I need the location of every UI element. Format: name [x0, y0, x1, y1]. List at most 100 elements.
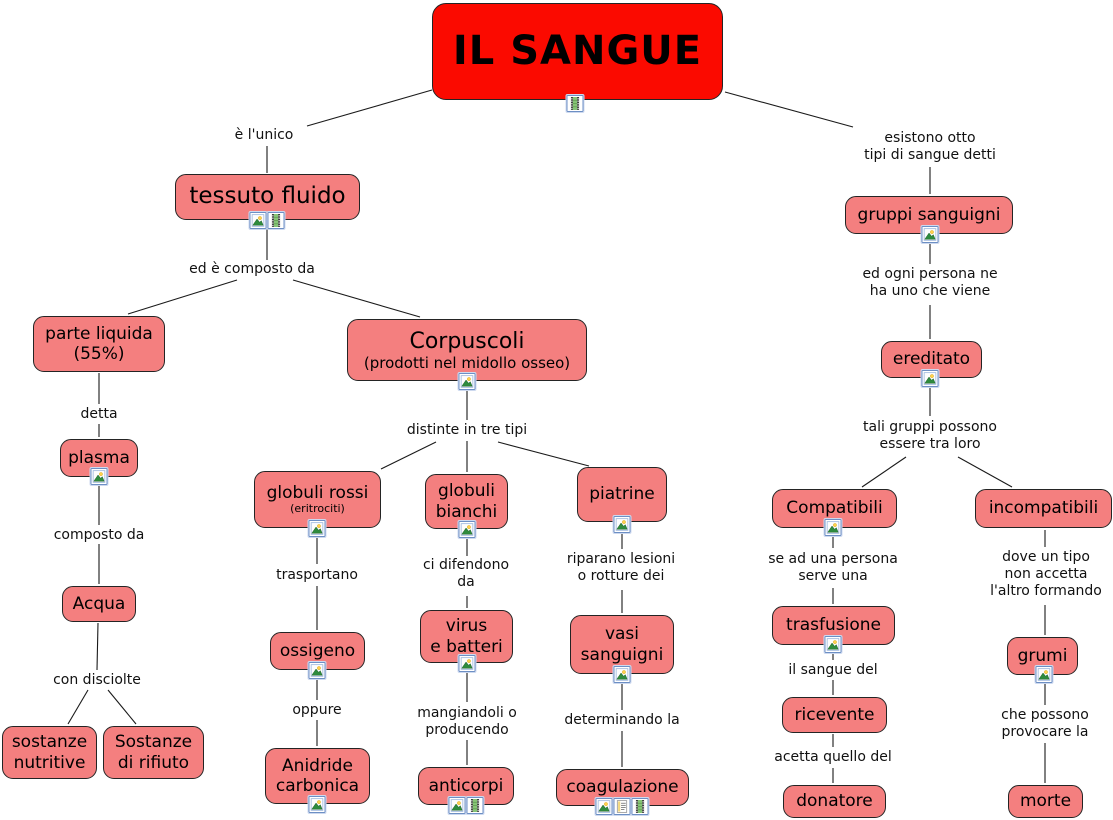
node-label: Anidride carbonica	[275, 755, 360, 796]
node-label: Sostanze di rifiuto	[114, 732, 193, 773]
resource-icons-anidride-carbonica	[307, 795, 327, 814]
linking-phrase-riparano-lesioni[interactable]: riparano lesioni o rotture dei	[566, 551, 676, 584]
linking-phrase-e-lunico[interactable]: è l'unico	[234, 127, 294, 143]
concept-node-anidride-carbonica[interactable]: Anidride carbonica	[265, 748, 370, 804]
image-resource-icon[interactable]	[612, 665, 632, 684]
connector-line	[957, 456, 1013, 488]
concept-node-parte-liquida[interactable]: parte liquida (55%)	[33, 316, 165, 372]
resource-icons-anticorpi	[447, 796, 485, 815]
linking-phrase-tali-gruppi-possono[interactable]: tali gruppi possono essere tra loro	[863, 419, 997, 452]
connector-line	[127, 279, 238, 315]
linking-phrase-determinando-la[interactable]: determinando la	[564, 712, 680, 728]
document-resource-icon[interactable]	[612, 797, 632, 816]
image-resource-icon[interactable]	[612, 515, 632, 534]
image-resource-icon[interactable]	[447, 796, 467, 815]
linking-phrase-che-possono[interactable]: che possono provocare la	[1001, 707, 1089, 740]
node-sublabel: (eritrociti)	[290, 502, 345, 516]
image-resource-icon[interactable]	[920, 225, 940, 244]
concept-node-sostanze-di-rifiuto[interactable]: Sostanze di rifiuto	[103, 726, 204, 779]
image-resource-icon[interactable]	[457, 654, 477, 673]
linking-phrase-esistono-otto-tipi[interactable]: esistono otto tipi di sangue detti	[864, 130, 996, 163]
concept-node-globuli-bianchi[interactable]: globuli bianchi	[425, 474, 508, 529]
resource-icons-globuli-bianchi	[457, 520, 477, 539]
concept-node-sostanze-nutritive[interactable]: sostanze nutritive	[2, 726, 97, 779]
node-label: virus e batteri	[430, 616, 503, 657]
image-resource-icon[interactable]	[457, 372, 477, 391]
connector-line	[380, 441, 437, 470]
image-resource-icon[interactable]	[307, 795, 327, 814]
concept-node-piatrine[interactable]: piatrine	[577, 467, 667, 522]
concept-node-vasi-sanguigni[interactable]: vasi sanguigni	[570, 615, 674, 674]
node-label: coagulazione	[566, 777, 679, 798]
movie-resource-icon[interactable]	[565, 94, 585, 113]
image-resource-icon[interactable]	[823, 518, 843, 537]
linking-phrase-il-sangue-del[interactable]: il sangue del	[788, 662, 878, 678]
movie-resource-icon[interactable]	[630, 797, 650, 816]
linking-phrase-oppure[interactable]: oppure	[292, 702, 342, 718]
resource-icons-plasma	[89, 467, 109, 486]
concept-node-corpuscoli[interactable]: Corpuscoli (prodotti nel midollo osseo)	[347, 319, 587, 381]
node-label: Compatibili	[786, 498, 883, 519]
resource-icons-vasi-sanguigni	[612, 665, 632, 684]
linking-phrase-dove-un-tipo[interactable]: dove un tipo non accetta l'altro formand…	[990, 549, 1102, 599]
linking-phrase-acetta-quello-del[interactable]: acetta quello del	[774, 749, 892, 765]
concept-node-grumi[interactable]: grumi	[1007, 637, 1078, 675]
linking-phrase-trasportano[interactable]: trasportano	[276, 567, 358, 583]
image-resource-icon[interactable]	[1034, 665, 1054, 684]
image-resource-icon[interactable]	[307, 519, 327, 538]
concept-node-incompatibili[interactable]: incompatibili	[975, 489, 1112, 528]
resource-icons-piatrine	[612, 515, 632, 534]
image-resource-icon[interactable]	[594, 797, 614, 816]
image-resource-icon[interactable]	[307, 661, 327, 680]
concept-node-virus-e-batteri[interactable]: virus e batteri	[420, 610, 513, 663]
linking-phrase-con-disciolte[interactable]: con disciolte	[53, 672, 141, 688]
node-label: globuli rossi	[266, 483, 369, 504]
linking-phrase-ed-e-composto-da[interactable]: ed è composto da	[189, 261, 315, 277]
connector-line	[107, 689, 137, 725]
movie-resource-icon[interactable]	[266, 211, 286, 230]
linking-phrase-mangiandoli-o-producendo[interactable]: mangiandoli o producendo	[417, 705, 517, 738]
linking-phrase-distinte-in-tre-tipi[interactable]: distinte in tre tipi	[406, 422, 528, 438]
node-sublabel: (prodotti nel midollo osseo)	[363, 353, 571, 372]
resource-icons-gruppi-sanguigni	[920, 225, 940, 244]
node-label: parte liquida (55%)	[45, 323, 153, 364]
node-label: plasma	[68, 447, 130, 468]
image-resource-icon[interactable]	[89, 467, 109, 486]
concept-node-anticorpi[interactable]: anticorpi	[418, 767, 514, 805]
node-label: incompatibili	[988, 498, 1099, 519]
linking-phrase-ci-difendono-da[interactable]: ci difendono da	[422, 557, 510, 590]
concept-node-globuli-rossi[interactable]: globuli rossi (eritrociti)	[254, 471, 381, 528]
image-resource-icon[interactable]	[248, 211, 268, 230]
node-label: donatore	[796, 791, 873, 812]
linking-phrase-detta[interactable]: detta	[80, 406, 118, 422]
image-resource-icon[interactable]	[920, 369, 940, 388]
node-label: ossigeno	[279, 640, 356, 661]
node-label: IL SANGUE	[452, 27, 703, 74]
image-resource-icon[interactable]	[457, 520, 477, 539]
concept-node-donatore[interactable]: donatore	[783, 785, 886, 818]
image-resource-icon[interactable]	[823, 635, 843, 654]
concept-node-trasfusione[interactable]: trasfusione	[772, 606, 895, 645]
node-label: Acqua	[72, 593, 126, 614]
concept-node-ricevente[interactable]: ricevente	[782, 697, 887, 733]
connector-line	[96, 622, 99, 671]
connector-line	[724, 91, 854, 128]
node-label: grumi	[1017, 645, 1068, 666]
resource-icons-tessuto-fluido	[248, 211, 286, 230]
node-label: Corpuscoli	[409, 328, 525, 354]
concept-node-acqua[interactable]: Acqua	[62, 586, 136, 622]
node-label: ereditato	[892, 349, 971, 370]
resource-icons-compatibili	[823, 518, 843, 537]
resource-icons-grumi	[1034, 665, 1054, 684]
concept-node-morte[interactable]: morte	[1008, 785, 1083, 818]
connector-line	[306, 89, 433, 127]
concept-node-il-sangue[interactable]: IL SANGUE	[432, 3, 723, 100]
movie-resource-icon[interactable]	[465, 796, 485, 815]
linking-phrase-ed-ogni-persona[interactable]: ed ogni persona ne ha uno che viene	[862, 266, 998, 299]
linking-phrase-se-ad-una-persona[interactable]: se ad una persona serve una	[768, 551, 898, 584]
concept-node-ereditato[interactable]: ereditato	[881, 341, 982, 378]
connector-line	[861, 456, 907, 488]
concept-node-ossigeno[interactable]: ossigeno	[270, 632, 365, 670]
linking-phrase-composto-da[interactable]: composto da	[53, 527, 145, 543]
